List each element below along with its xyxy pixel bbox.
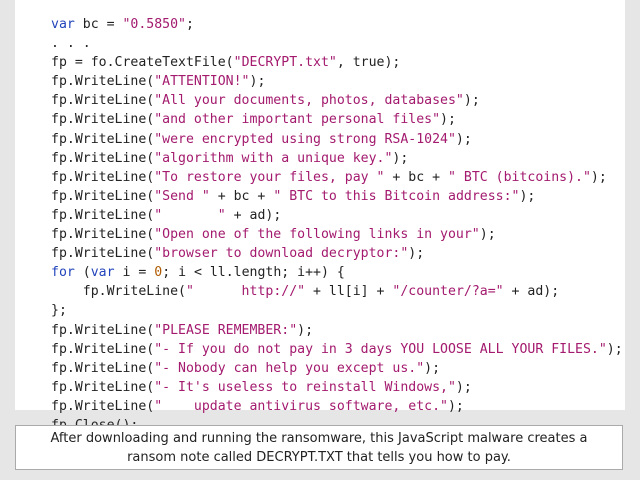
- code-line: fp.WriteLine("To restore your files, pay…: [51, 168, 623, 187]
- code-token: ; i < ll.length; i++) {: [162, 265, 345, 281]
- code-listing: var bc = "0.5850";. . .fp = fo.CreateTex…: [51, 15, 623, 435]
- code-token: };: [51, 303, 67, 319]
- code-listing-panel: var bc = "0.5850";. . .fp = fo.CreateTex…: [15, 0, 625, 433]
- code-token: "- It's useless to reinstall Windows,": [154, 379, 456, 395]
- code-token: );: [463, 93, 480, 109]
- code-token: for: [51, 265, 75, 281]
- code-token: fp.WriteLine(: [51, 169, 155, 185]
- code-token: "algorithm with a unique key.": [154, 150, 393, 166]
- code-token: + bc +: [384, 169, 448, 185]
- code-token: fp.WriteLine(: [51, 207, 155, 223]
- code-line: fp.WriteLine(" " + ad);: [51, 206, 623, 225]
- code-token: );: [590, 169, 607, 185]
- code-token: "PLEASE REMEMBER:": [154, 322, 298, 338]
- code-token: var: [51, 17, 75, 32]
- code-token: fp.WriteLine(: [51, 398, 155, 414]
- code-token: );: [440, 112, 456, 128]
- code-token: fp.WriteLine(: [51, 150, 155, 166]
- code-token: fp.WriteLine(: [51, 284, 186, 300]
- code-line: fp.WriteLine(" update antivirus software…: [51, 397, 623, 416]
- code-line: fp.WriteLine("Open one of the following …: [51, 225, 623, 244]
- code-token: "- If you do not pay in 3 days YOU LOOSE…: [154, 341, 607, 357]
- code-token: );: [455, 379, 472, 395]
- code-token: "DECRYPT.txt": [233, 55, 337, 71]
- code-token: "All your documents, photos, databases": [154, 93, 464, 109]
- code-line: fp.WriteLine("browser to download decryp…: [51, 244, 623, 263]
- code-line: for (var i = 0; i < ll.length; i++) {: [51, 263, 623, 282]
- code-line: var bc = "0.5850";: [51, 15, 623, 34]
- code-token: fp.WriteLine(: [51, 74, 155, 90]
- code-token: + ll[i] +: [305, 284, 393, 300]
- code-token: );: [249, 74, 266, 90]
- code-token: , true);: [336, 55, 401, 71]
- code-line: fp.WriteLine("ATTENTION!");: [51, 72, 623, 91]
- code-token: " BTC to this Bitcoin address:": [273, 188, 520, 204]
- code-token: fp.WriteLine(: [51, 360, 155, 376]
- code-token: "ATTENTION!": [154, 74, 250, 90]
- code-line: fp.WriteLine("- If you do not pay in 3 d…: [51, 340, 623, 359]
- code-token: "Send ": [154, 188, 210, 204]
- code-token: );: [408, 246, 425, 262]
- code-token: var: [90, 265, 115, 281]
- code-token: " ": [154, 207, 226, 223]
- caption-text: After downloading and running the ransom…: [50, 430, 588, 465]
- code-token: "were encrypted using strong RSA-1024": [154, 131, 456, 147]
- code-line: fp.WriteLine("All your documents, photos…: [51, 91, 623, 110]
- code-token: . . .: [51, 36, 91, 52]
- code-token: fp.WriteLine(: [51, 246, 155, 262]
- code-token: i =: [114, 265, 155, 281]
- code-line: fp.WriteLine("- Nobody can help you exce…: [51, 359, 623, 378]
- code-line: fp.WriteLine("and other important person…: [51, 110, 623, 129]
- code-line: };: [51, 301, 623, 320]
- code-line: fp = fo.CreateTextFile("DECRYPT.txt", tr…: [51, 53, 623, 72]
- code-token: ;: [186, 17, 194, 32]
- code-token: );: [479, 227, 496, 243]
- code-token: fp.WriteLine(: [51, 93, 155, 109]
- code-token: fp.WriteLine(: [51, 188, 155, 204]
- code-token: );: [392, 150, 409, 166]
- code-token: bc =: [74, 17, 123, 32]
- code-token: (: [74, 265, 91, 281]
- code-line: fp.WriteLine("PLEASE REMEMBER:");: [51, 321, 623, 340]
- code-token: "browser to download decryptor:": [154, 246, 409, 262]
- code-token: );: [297, 322, 314, 338]
- caption-box: After downloading and running the ransom…: [15, 425, 623, 470]
- code-token: + bc +: [209, 188, 274, 204]
- code-token: "- Nobody can help you except us.": [154, 360, 425, 376]
- code-line: fp.WriteLine("algorithm with a unique ke…: [51, 149, 623, 168]
- code-token: fp.WriteLine(: [51, 341, 155, 357]
- code-token: "0.5850": [122, 17, 186, 32]
- code-token: fp.WriteLine(: [51, 112, 155, 128]
- code-token: fp.WriteLine(: [51, 227, 155, 243]
- code-token: fp.WriteLine(: [51, 379, 155, 395]
- code-token: fp = fo.CreateTextFile(: [51, 55, 234, 71]
- code-token: " update antivirus software, etc.": [154, 398, 448, 414]
- code-token: + ad);: [503, 284, 560, 300]
- code-token: "/counter/?a=": [392, 284, 504, 300]
- code-token: fp.WriteLine(: [51, 322, 155, 338]
- code-token: );: [424, 360, 441, 376]
- code-line: fp.WriteLine("Send " + bc + " BTC to thi…: [51, 187, 623, 206]
- code-token: );: [447, 398, 464, 414]
- code-token: );: [519, 188, 536, 204]
- code-line: fp.WriteLine(" http://" + ll[i] + "/coun…: [51, 282, 623, 301]
- code-token: );: [455, 131, 472, 147]
- code-token: "and other important personal files": [154, 112, 441, 128]
- code-token: );: [606, 341, 623, 357]
- code-line: . . .: [51, 34, 623, 53]
- code-token: " BTC (bitcoins).": [448, 169, 591, 185]
- code-token: "Open one of the following links in your…: [154, 227, 480, 243]
- code-line: fp.WriteLine("were encrypted using stron…: [51, 130, 623, 149]
- code-token: + ad);: [225, 207, 282, 223]
- code-line: fp.WriteLine("- It's useless to reinstal…: [51, 378, 623, 397]
- code-token: fp.WriteLine(: [51, 131, 155, 147]
- code-token: " http://": [185, 284, 306, 300]
- code-token: 0: [154, 265, 163, 281]
- code-token: "To restore your files, pay ": [154, 169, 385, 185]
